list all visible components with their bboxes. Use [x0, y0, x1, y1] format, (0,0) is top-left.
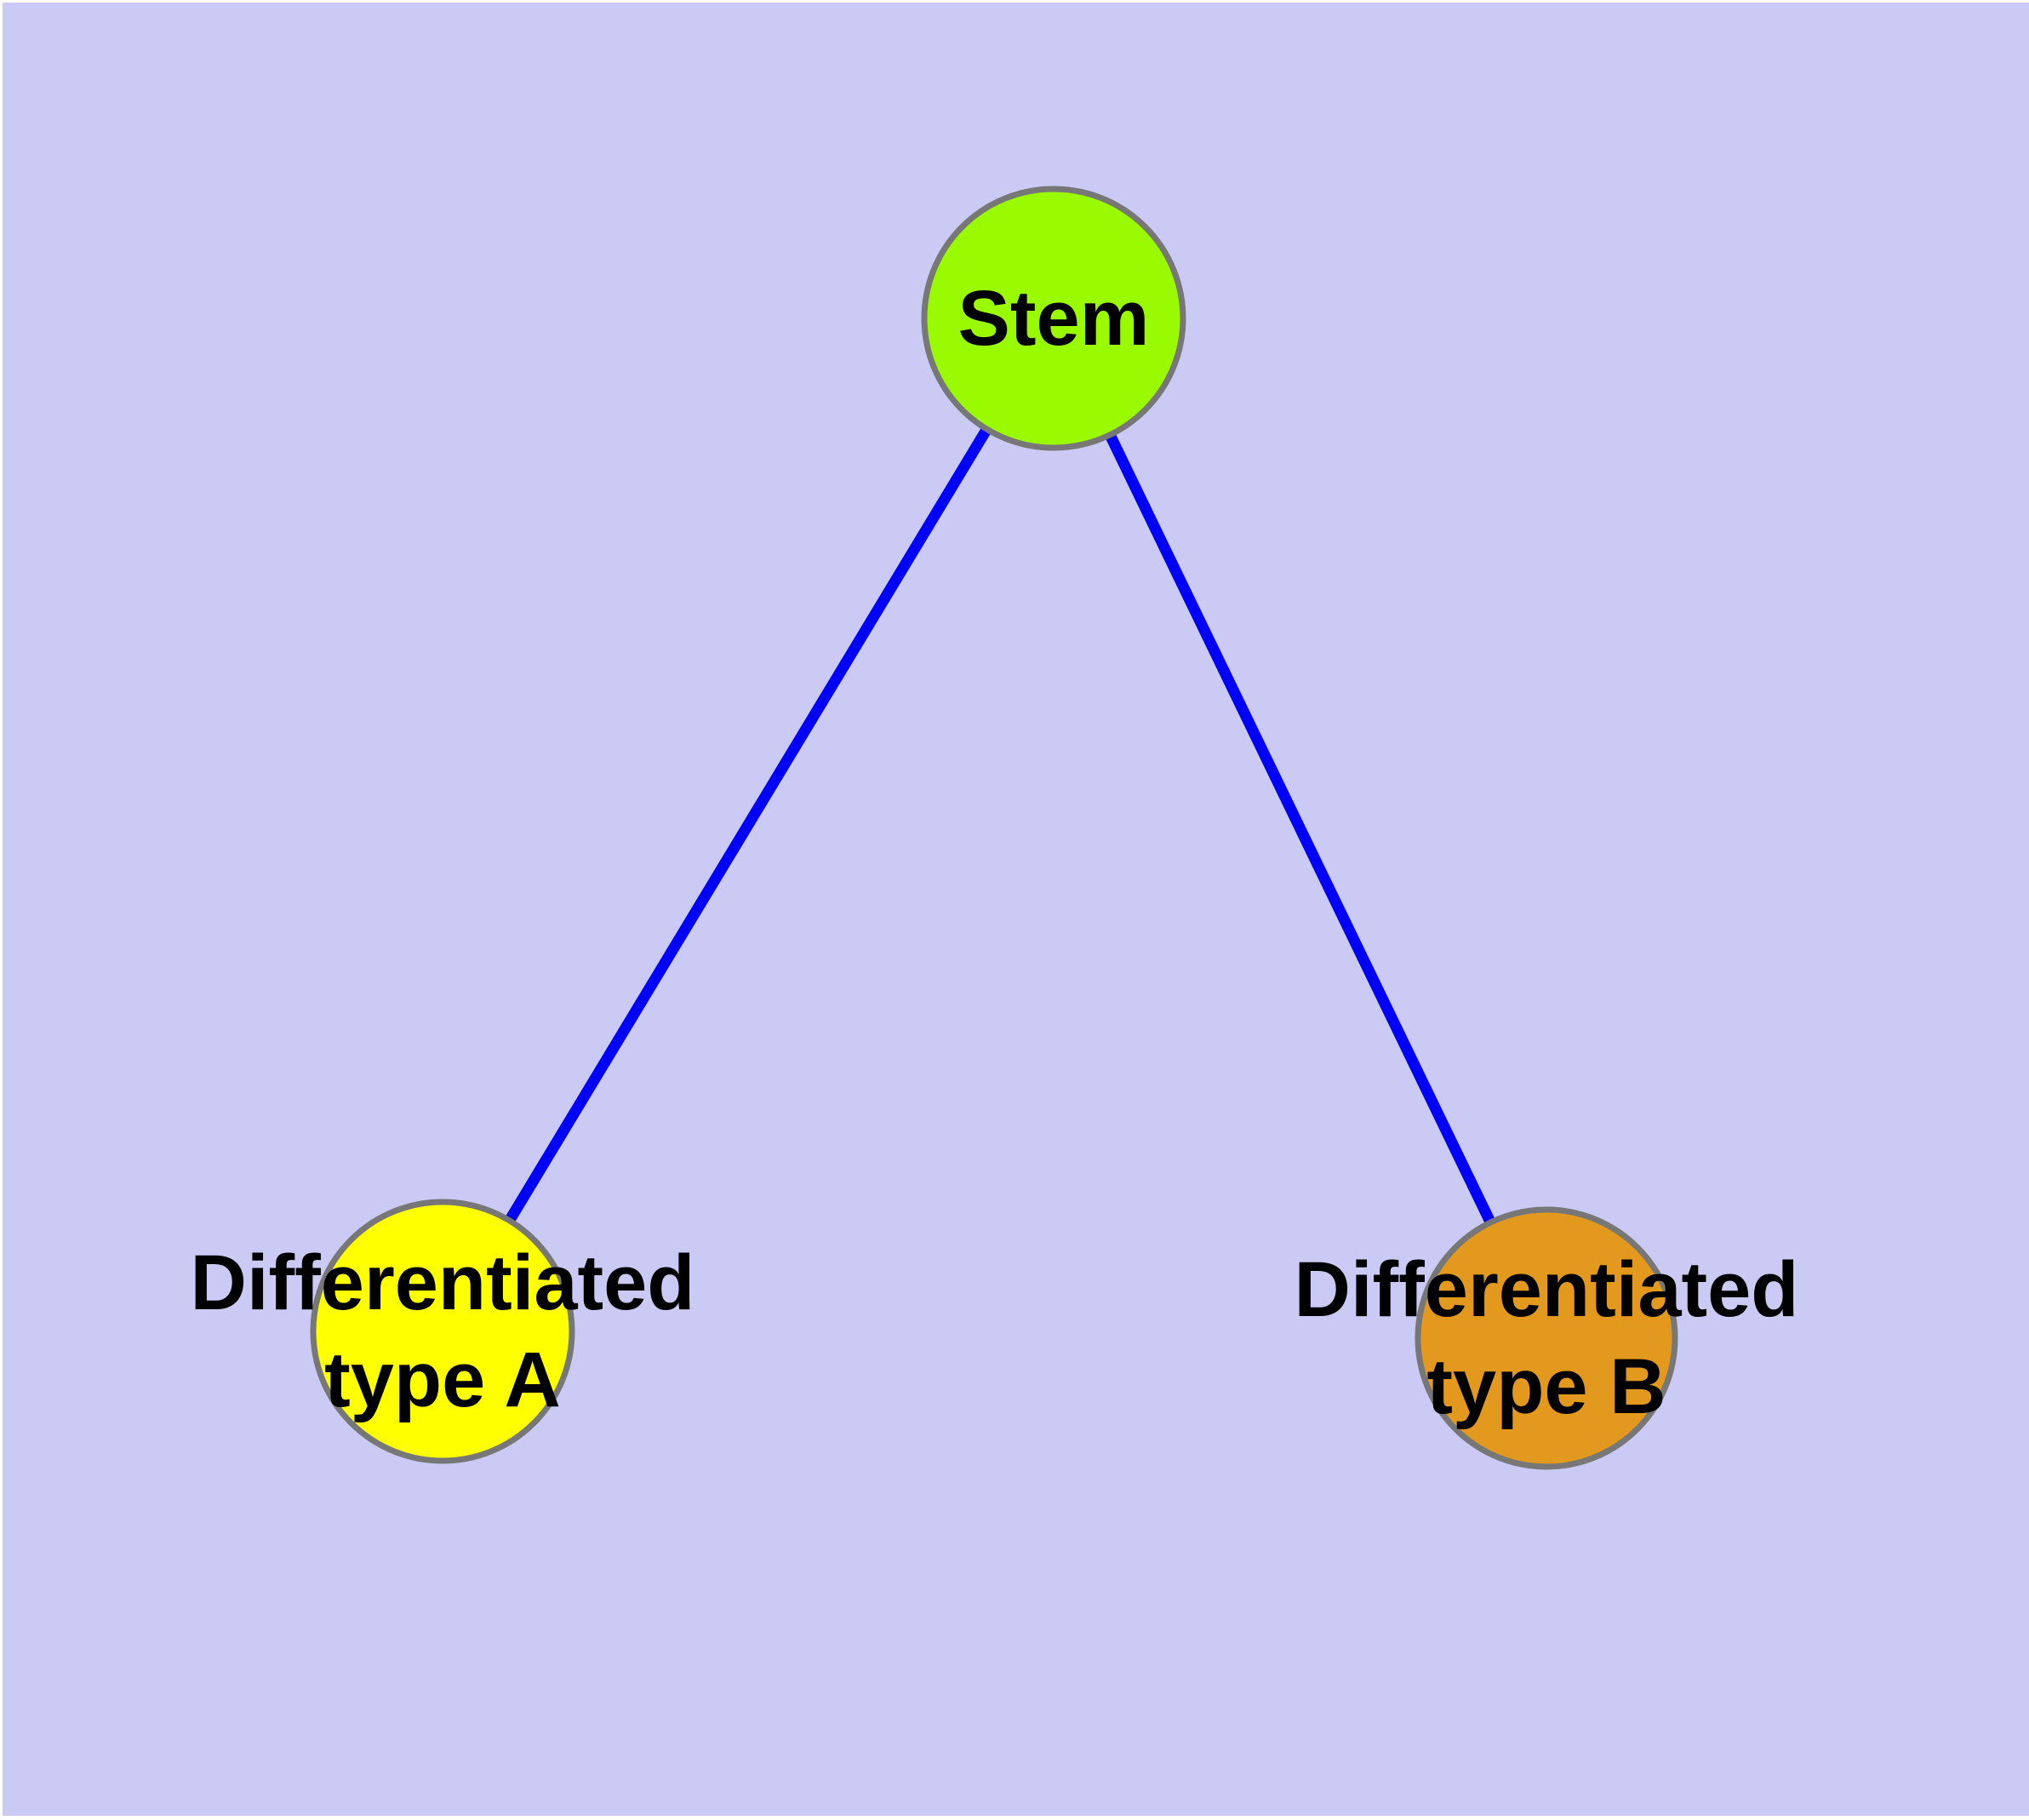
- node-label-differentiated-type-b: Differentiated type B: [1294, 1246, 1799, 1430]
- node-stem: [921, 186, 1186, 451]
- node-differentiated-type-a: [310, 1199, 575, 1464]
- node-label-stem: Stem: [957, 275, 1150, 362]
- edge-stem-to-type-a: [437, 315, 1059, 1335]
- node-label-differentiated-type-a: Differentiated type A: [190, 1239, 695, 1423]
- edge-stem-to-type-b: [1049, 316, 1552, 1341]
- node-differentiated-type-b: [1415, 1206, 1678, 1470]
